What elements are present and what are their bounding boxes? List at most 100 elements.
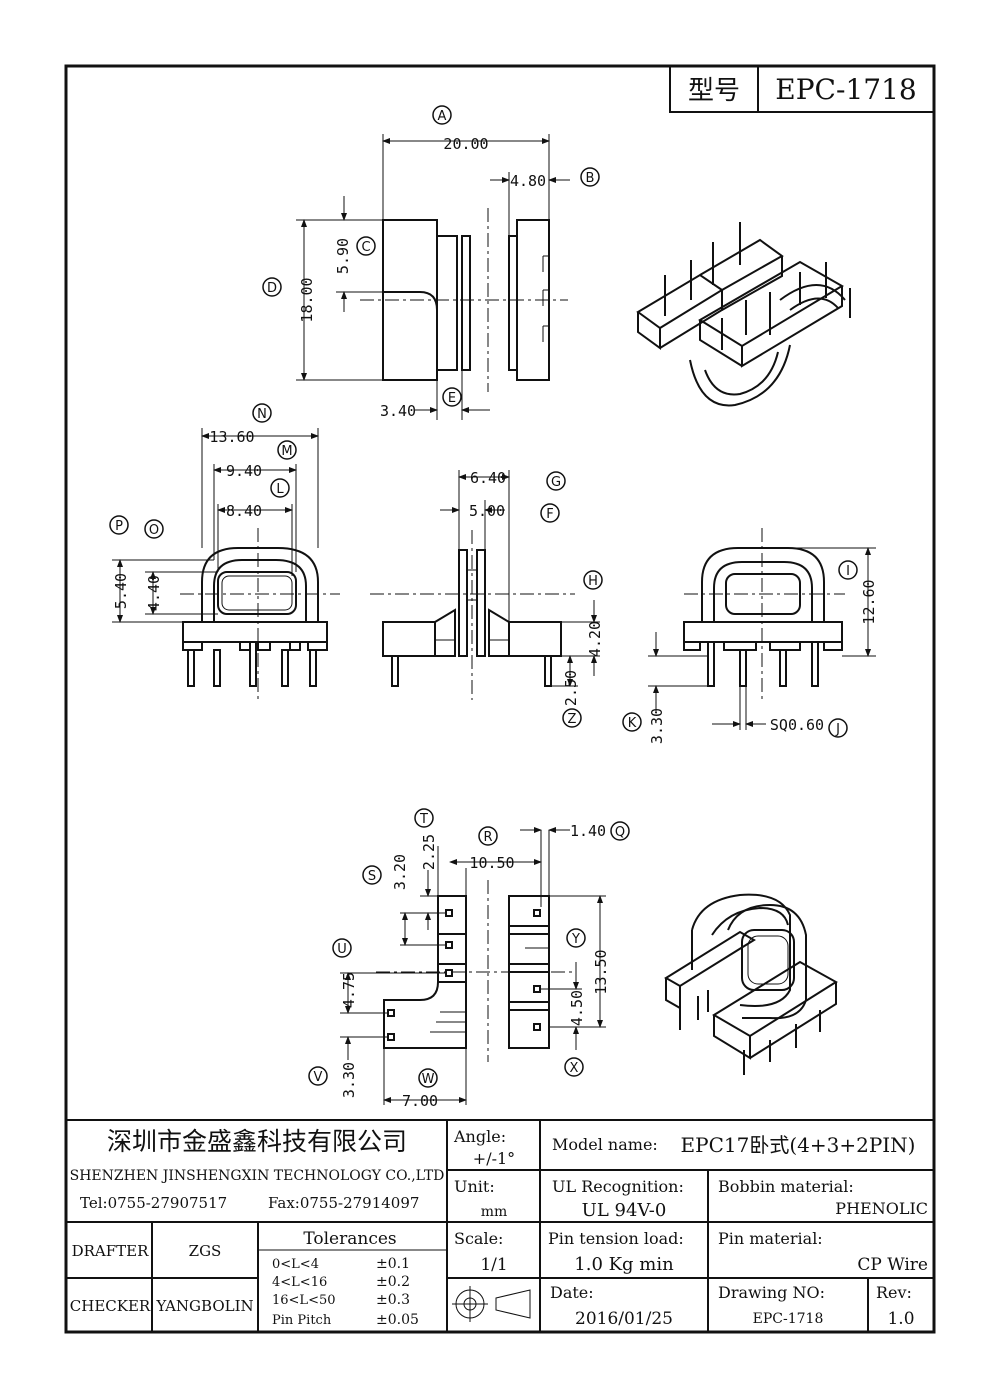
dim-t-value: 2.25 xyxy=(420,834,438,870)
drawing-no-value: EPC-1718 xyxy=(753,1311,824,1327)
dim-c-value: 5.90 xyxy=(334,238,352,274)
company-name-cn: 深圳市金盛鑫科技有限公司 xyxy=(107,1127,407,1156)
side-view-top xyxy=(296,134,570,420)
callout-letter: H xyxy=(588,574,598,589)
callout-t: T xyxy=(414,808,434,828)
callout-u: U xyxy=(332,938,352,958)
pin-tension-value: 1.0 Kg min xyxy=(574,1254,674,1275)
callout-letter: K xyxy=(628,716,637,731)
bobbin-material-label: Bobbin material: xyxy=(718,1177,854,1196)
tolerance-value-3: ±0.3 xyxy=(376,1292,410,1308)
pin-material-label: Pin material: xyxy=(718,1229,823,1248)
side-view-middle xyxy=(370,470,600,700)
dim-q-value: 1.40 xyxy=(570,822,606,840)
callout-d: D xyxy=(262,277,282,297)
callout-letter: F xyxy=(546,507,553,522)
callout-r: R xyxy=(478,826,498,846)
drafter-value: ZGS xyxy=(189,1242,222,1260)
dim-e-value: 3.40 xyxy=(380,402,416,420)
callout-g: G xyxy=(546,471,566,491)
tolerance-value-2: ±0.2 xyxy=(376,1274,410,1290)
callout-letter: R xyxy=(483,830,492,845)
callout-e: E xyxy=(442,387,462,407)
model-box-value: EPC-1718 xyxy=(775,73,916,106)
callout-letter: C xyxy=(361,240,370,255)
drafter-label: DRAFTER xyxy=(72,1242,150,1260)
company-fax: Fax:0755-27914097 xyxy=(268,1194,419,1212)
callout-letter: L xyxy=(276,482,284,497)
company-name-en: SHENZHEN JINSHENGXIN TECHNOLOGY CO.,LTD xyxy=(70,1168,445,1184)
dim-g-value: 6.40 xyxy=(470,469,506,487)
callout-letter: D xyxy=(267,281,277,296)
iso-view-top xyxy=(636,222,851,407)
callout-letter: Z xyxy=(568,712,577,727)
angle-value: +/-1° xyxy=(473,1149,515,1168)
dim-j-value: SQ0.60 xyxy=(770,716,824,734)
date-label: Date: xyxy=(550,1283,594,1302)
dim-v-value: 3.30 xyxy=(340,1062,358,1098)
callout-l: L xyxy=(270,478,290,498)
callout-letter: I xyxy=(846,564,850,579)
unit-value: mm xyxy=(481,1204,508,1220)
callout-letter: Q xyxy=(615,825,625,840)
bobbin-material-value: PHENOLIC xyxy=(835,1199,928,1218)
dim-f-value: 5.00 xyxy=(469,502,505,520)
company-tel: Tel:0755-27907517 xyxy=(80,1194,227,1212)
callout-o: O xyxy=(144,519,164,539)
checker-label: CHECKER xyxy=(70,1297,151,1315)
callout-letter: J xyxy=(835,722,840,737)
callout-a: A xyxy=(432,105,452,125)
checker-value: YANGBOLIN xyxy=(155,1297,253,1315)
callout-z: Z xyxy=(562,708,582,728)
callout-letter: B xyxy=(586,171,595,186)
sheet-border xyxy=(64,64,936,1334)
tolerance-range-3: 16<L<50 xyxy=(272,1293,336,1308)
callout-letter: N xyxy=(257,407,267,422)
dim-i-value: 12.60 xyxy=(860,579,878,624)
callout-q: Q xyxy=(610,821,630,841)
callout-s: S xyxy=(362,865,382,885)
dim-m-value: 9.40 xyxy=(226,462,262,480)
callout-m: M xyxy=(277,440,297,460)
callout-j: J xyxy=(828,718,848,738)
callout-letter: A xyxy=(438,109,447,124)
dim-o-value: 4.40 xyxy=(145,575,163,611)
callout-letter: G xyxy=(551,475,561,490)
tolerance-range-2: 4<L<16 xyxy=(272,1275,327,1290)
ul-recognition-value: UL 94V-0 xyxy=(582,1200,667,1221)
callout-letter: W xyxy=(422,1072,435,1087)
callout-x: X xyxy=(564,1057,584,1077)
tolerance-range-4: Pin Pitch xyxy=(272,1313,332,1328)
angle-label: Angle: xyxy=(453,1127,506,1146)
dim-w-value: 7.00 xyxy=(402,1092,438,1110)
callout-b: B xyxy=(580,167,600,187)
model-box: 型号 EPC-1718 xyxy=(669,65,935,113)
callout-p: P xyxy=(109,515,129,535)
dim-b-value: 4.80 xyxy=(510,172,546,190)
drawing-no-label: Drawing NO: xyxy=(718,1283,825,1302)
front-view-right xyxy=(648,528,876,730)
pin-material-value: CP Wire xyxy=(857,1255,928,1275)
unit-label: Unit: xyxy=(454,1177,495,1196)
tolerance-value-1: ±0.1 xyxy=(376,1256,410,1272)
pin-tension-label: Pin tension load: xyxy=(548,1229,684,1248)
front-view-left xyxy=(112,428,340,700)
tolerance-range-1: 0<L<4 xyxy=(272,1257,319,1272)
dim-d-value: 18.00 xyxy=(298,277,316,322)
title-block xyxy=(66,1119,934,1332)
dim-k-value: 3.30 xyxy=(648,708,666,744)
ul-recognition-label: UL Recognition: xyxy=(552,1177,684,1196)
callout-letter: S xyxy=(368,869,376,884)
callout-v: V xyxy=(308,1066,328,1086)
callout-k: K xyxy=(622,712,642,732)
tolerance-value-4: ±0.05 xyxy=(376,1312,419,1328)
dim-x-value: 4.50 xyxy=(568,990,586,1026)
rev-label: Rev: xyxy=(876,1283,912,1302)
dim-s-value: 3.20 xyxy=(391,854,409,890)
dim-z-value: 2.50 xyxy=(562,670,580,706)
scale-value: 1/1 xyxy=(480,1255,507,1275)
callout-w: W xyxy=(418,1068,438,1088)
callout-letter: T xyxy=(419,812,428,827)
callout-h: H xyxy=(583,570,603,590)
date-value: 2016/01/25 xyxy=(575,1309,673,1329)
